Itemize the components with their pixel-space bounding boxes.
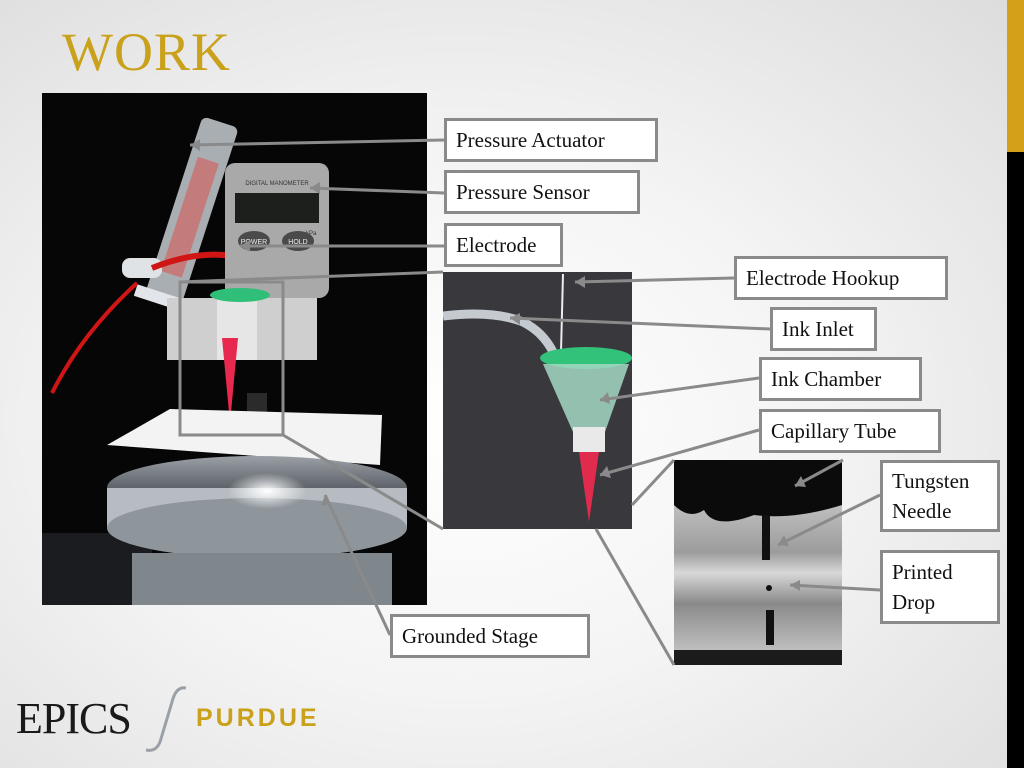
label-ink-inlet: Ink Inlet xyxy=(770,307,877,351)
manometer-power-button: POWER xyxy=(241,239,267,246)
label-ink-chamber: Ink Chamber xyxy=(759,357,922,401)
label-pressure-sensor: Pressure Sensor xyxy=(444,170,640,214)
label-printed-drop: Printed Drop xyxy=(880,550,1000,624)
epics-logo-text: EPICS xyxy=(16,694,132,743)
label-capillary-tube: Capillary Tube xyxy=(759,409,941,453)
slide-title: WORK xyxy=(62,22,231,82)
manometer-hold-button: HOLD xyxy=(288,239,307,246)
label-electrode-hookup: Electrode Hookup xyxy=(734,256,948,300)
logo-swash-icon xyxy=(145,686,187,752)
label-electrode: Electrode xyxy=(444,223,563,267)
droplet-microscope-photo xyxy=(674,460,842,665)
label-grounded-stage: Grounded Stage xyxy=(390,614,590,658)
manometer-model: DIGITAL MANOMETER xyxy=(245,181,309,187)
label-pressure-actuator: Pressure Actuator xyxy=(444,118,658,162)
label-tungsten-needle: Tungsten Needle xyxy=(880,460,1000,532)
accent-bar-gold xyxy=(1007,0,1024,152)
apparatus-photo: DIGITAL MANOMETER kPa POWER HOLD xyxy=(42,93,427,605)
purdue-logo-text: PURDUE xyxy=(196,704,320,732)
accent-bar-black xyxy=(1007,152,1024,768)
manometer-unit: kPa xyxy=(306,231,317,237)
